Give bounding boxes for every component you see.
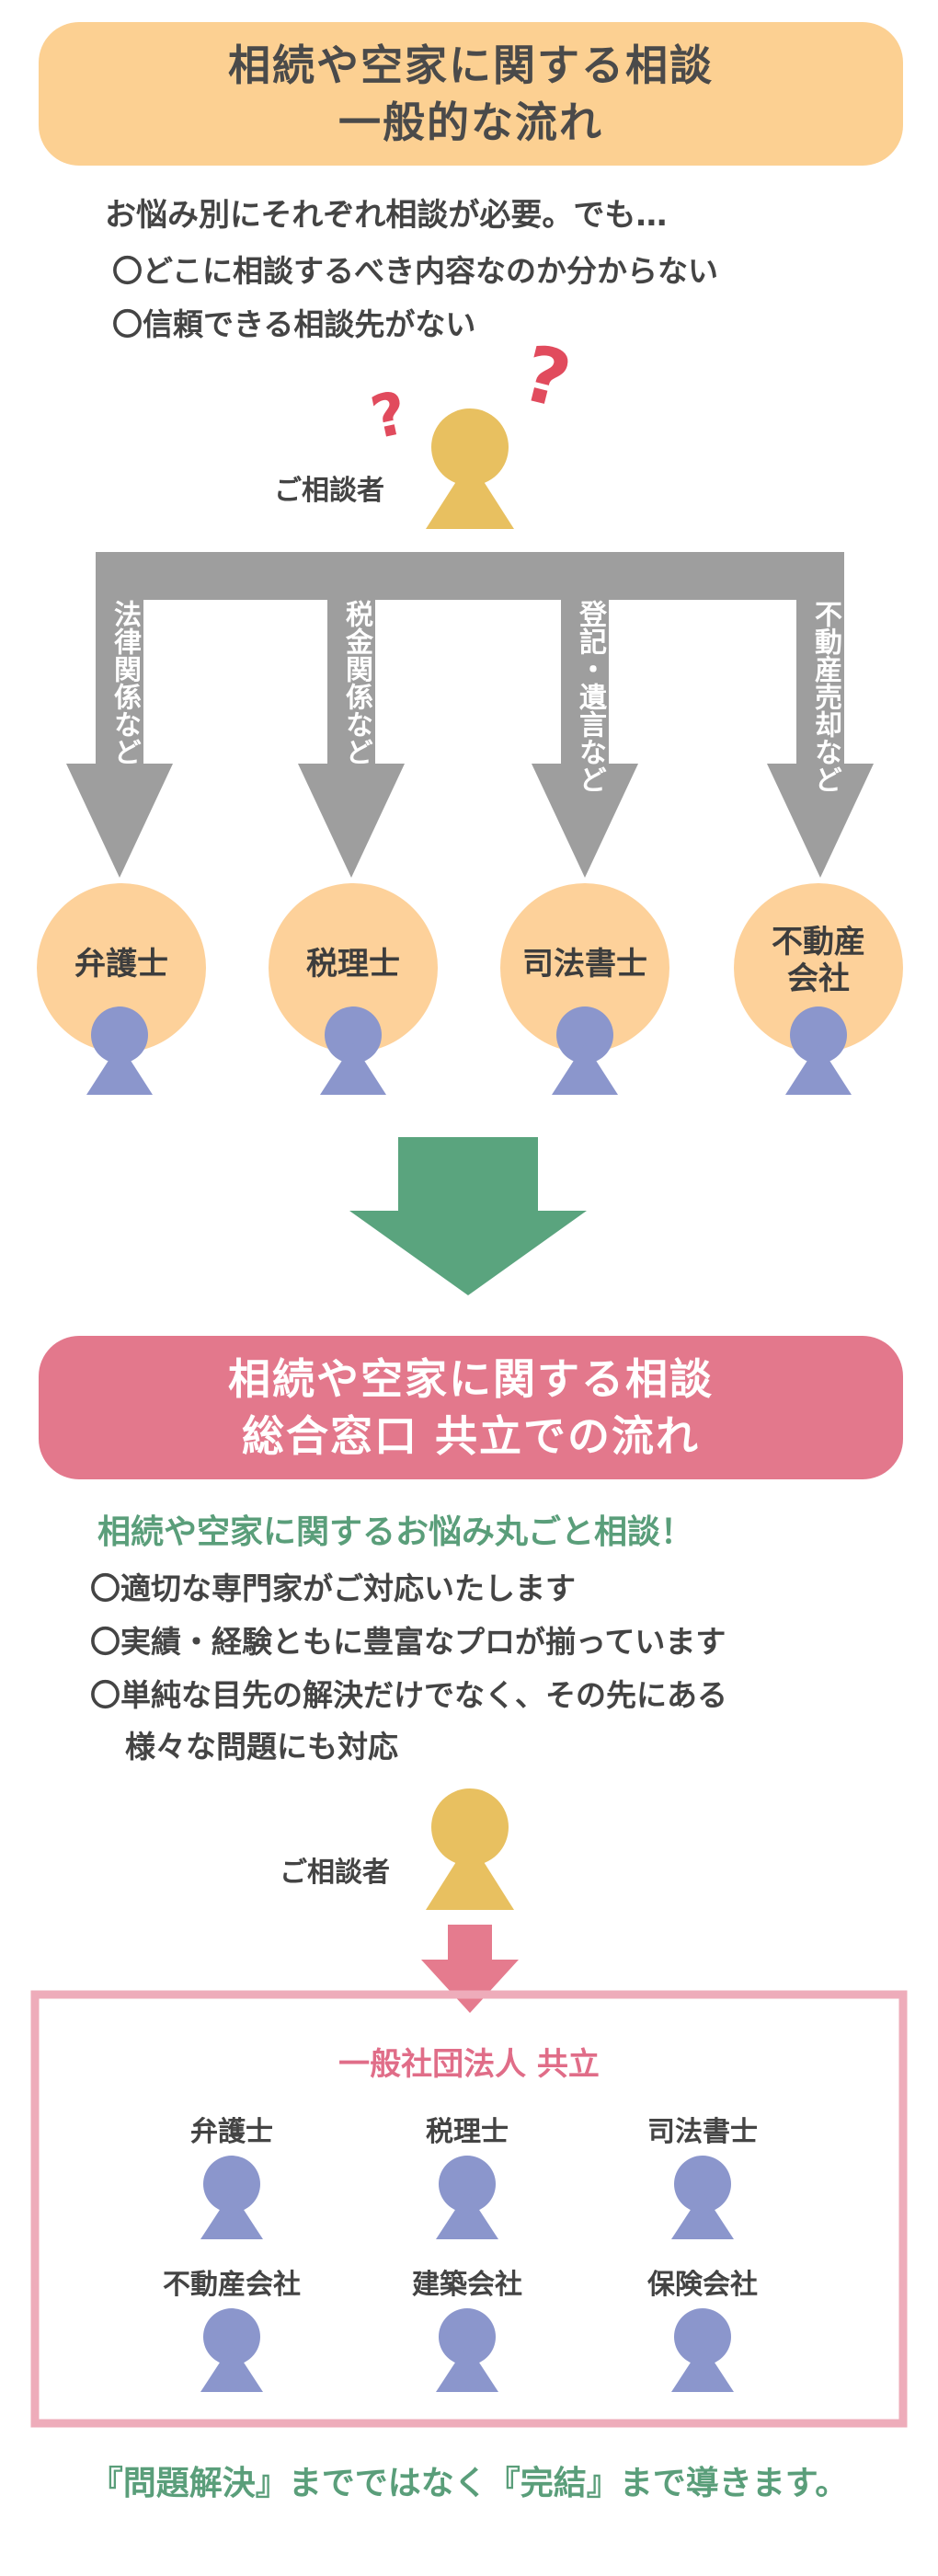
professional-circles bbox=[37, 883, 903, 1052]
transition-arrow bbox=[349, 1137, 587, 1295]
client-person-icon bbox=[426, 408, 514, 529]
question-mark-large: ? bbox=[514, 328, 579, 426]
banner-title-line1: 相続や空家に関する相談 bbox=[228, 40, 714, 90]
concern-bullet-1: 〇どこに相談するべき内容なのか分からない bbox=[112, 253, 719, 289]
benefit-bullet-1: 〇適切な専門家がご対応いたします bbox=[90, 1570, 576, 1606]
tax-accountant-circle bbox=[269, 883, 438, 1052]
closing-message: 『問題解決』までではなく『完結』まで導きます。 bbox=[89, 2465, 849, 2502]
professional-person-icons bbox=[86, 1006, 852, 1095]
benefit-bullet-3-cont: 様々な問題にも対応 bbox=[125, 1729, 398, 1765]
org-box bbox=[30, 1990, 908, 2428]
member-tax-accountant: 税理士 bbox=[426, 2116, 509, 2148]
banner2-title-line1: 相続や空家に関する相談 bbox=[228, 1354, 714, 1404]
member-person-icons bbox=[200, 2156, 734, 2392]
arrow-label-legal: 法律関係など bbox=[109, 600, 141, 765]
professional-tax-accountant: 税理士 bbox=[306, 946, 400, 983]
banner-title-line2: 一般的な流れ bbox=[338, 98, 603, 147]
professional-lawyer: 弁護士 bbox=[74, 946, 168, 983]
org-name: 一般社団法人 共立 bbox=[338, 2046, 600, 2083]
arrow-label-registration: 登記・遺言など bbox=[574, 600, 606, 793]
member-real-estate: 不動産会社 bbox=[163, 2269, 301, 2301]
concern-bullet-2: 〇信頼できる相談先がない bbox=[112, 306, 476, 342]
intro-text: お悩み別にそれぞれ相談が必要。でも… bbox=[105, 197, 668, 234]
benefit-bullet-2: 〇実績・経験ともに豊富なプロが揃っています bbox=[90, 1624, 726, 1660]
professional-real-estate: 不動産会社 bbox=[772, 924, 865, 997]
question-mark-small: ? bbox=[365, 379, 413, 453]
general-flow-banner: 相続や空家に関する相談 一般的な流れ bbox=[39, 22, 903, 166]
headline-text: 相続や空家に関するお悩み丸ごと相談！ bbox=[97, 1513, 694, 1551]
lawyer-circle bbox=[37, 883, 206, 1052]
member-construction: 建築会社 bbox=[412, 2269, 522, 2301]
distribution-arrows bbox=[66, 552, 874, 878]
client-label-2: ご相談者 bbox=[280, 1857, 390, 1889]
member-insurance: 保険会社 bbox=[647, 2269, 758, 2301]
member-lawyer: 弁護士 bbox=[190, 2116, 273, 2148]
judicial-scrivener-circle bbox=[500, 883, 669, 1052]
client-person-icon-2 bbox=[426, 1788, 514, 1910]
member-judicial-scrivener: 司法書士 bbox=[647, 2116, 758, 2148]
pink-down-arrow bbox=[421, 1925, 519, 2013]
client-label: ご相談者 bbox=[274, 475, 384, 507]
real-estate-circle bbox=[734, 883, 903, 1052]
banner2-title-line2: 総合窓口 共立での流れ bbox=[241, 1411, 700, 1461]
kyoritsu-flow-banner: 相続や空家に関する相談 総合窓口 共立での流れ bbox=[39, 1336, 903, 1479]
arrow-label-tax: 税金関係など bbox=[340, 600, 372, 765]
professional-judicial-scrivener: 司法書士 bbox=[522, 946, 647, 983]
arrow-label-real-estate: 不動産売却など bbox=[809, 600, 841, 793]
benefit-bullet-3: 〇単純な目先の解決だけでなく、その先にある bbox=[90, 1677, 727, 1713]
